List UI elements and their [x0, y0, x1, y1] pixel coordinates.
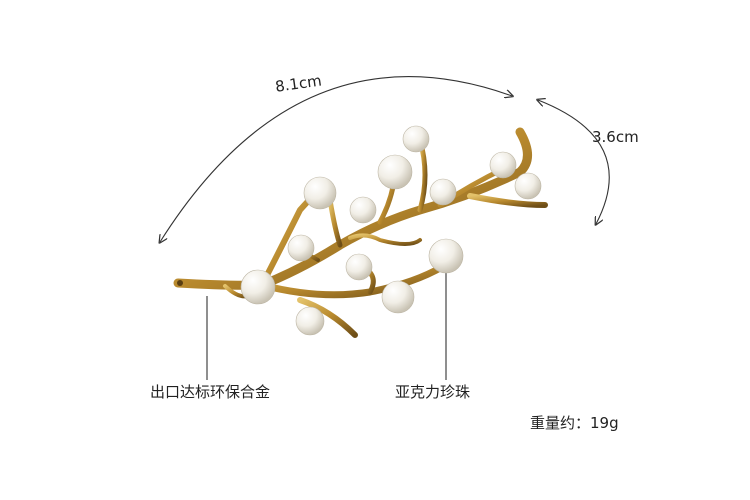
pearl — [287, 234, 315, 262]
length-dimension-arc — [160, 76, 512, 242]
pearl — [345, 253, 373, 281]
pearl — [377, 154, 413, 190]
weight-label: 重量约：19g — [530, 414, 619, 432]
pin-tip — [177, 280, 183, 286]
pearl — [295, 306, 325, 336]
pearl — [240, 269, 276, 305]
pearl — [303, 176, 337, 210]
pearl — [381, 280, 415, 314]
pearl-callout-label: 亚克力珍珠 — [395, 383, 471, 401]
material-callout-label: 出口达标环保合金 — [150, 383, 271, 401]
pearl — [402, 125, 430, 153]
pearls — [240, 125, 542, 336]
pearl — [428, 238, 464, 274]
width-dimension-arc — [538, 100, 610, 224]
pearl — [489, 151, 517, 179]
pearl — [349, 196, 377, 224]
pearl — [514, 172, 542, 200]
pearl — [429, 178, 457, 206]
width-measurement-label: 3.6cm — [592, 128, 639, 146]
